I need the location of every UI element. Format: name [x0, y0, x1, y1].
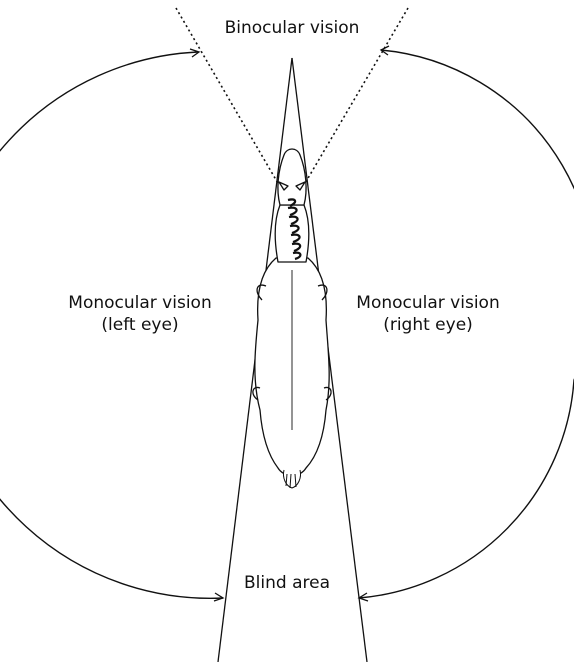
blind-area-label: Blind area	[212, 572, 362, 594]
binocular-vision-label: Binocular vision	[192, 17, 392, 39]
blind-area-text: Blind area	[244, 573, 330, 593]
monocular-left-subtitle: (left eye)	[40, 314, 240, 336]
monocular-left-label: Monocular vision (left eye)	[40, 292, 240, 336]
monocular-right-title: Monocular vision	[328, 292, 528, 314]
monocular-left-title: Monocular vision	[40, 292, 240, 314]
monocular-right-subtitle: (right eye)	[328, 314, 528, 336]
arrow-left-bottom-icon	[214, 593, 223, 601]
binocular-vision-text: Binocular vision	[225, 18, 360, 38]
monocular-right-label: Monocular vision (right eye)	[328, 292, 528, 336]
